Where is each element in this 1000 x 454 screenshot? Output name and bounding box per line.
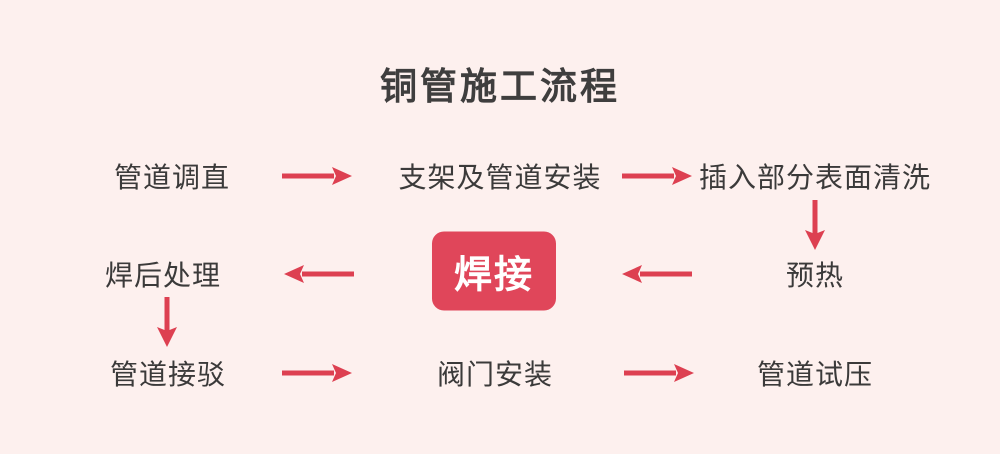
node-pipe-straightening: 管道调直 — [113, 162, 231, 193]
node-welding: 焊接 — [431, 231, 557, 311]
node-pipe-pressure-test: 管道试压 — [756, 359, 874, 390]
node-pipe-connection: 管道接驳 — [109, 359, 227, 390]
arrow-right-icon — [282, 361, 352, 385]
arrow-right-icon — [282, 164, 352, 188]
arrow-left-icon — [284, 262, 354, 286]
node-valve-install: 阀门安装 — [436, 359, 554, 390]
arrow-left-icon — [622, 262, 692, 286]
node-insert-surface-cleaning: 插入部分表面清洗 — [698, 162, 932, 193]
arrow-right-icon — [622, 164, 692, 188]
node-post-weld-treatment: 焊后处理 — [104, 260, 222, 291]
arrow-right-icon — [624, 361, 694, 385]
node-bracket-and-pipe-install: 支架及管道安装 — [398, 162, 602, 193]
node-preheat: 预热 — [785, 260, 845, 291]
page-title: 铜管施工流程 — [380, 66, 620, 107]
arrow-down-icon — [803, 200, 827, 250]
arrow-down-icon — [155, 297, 179, 347]
